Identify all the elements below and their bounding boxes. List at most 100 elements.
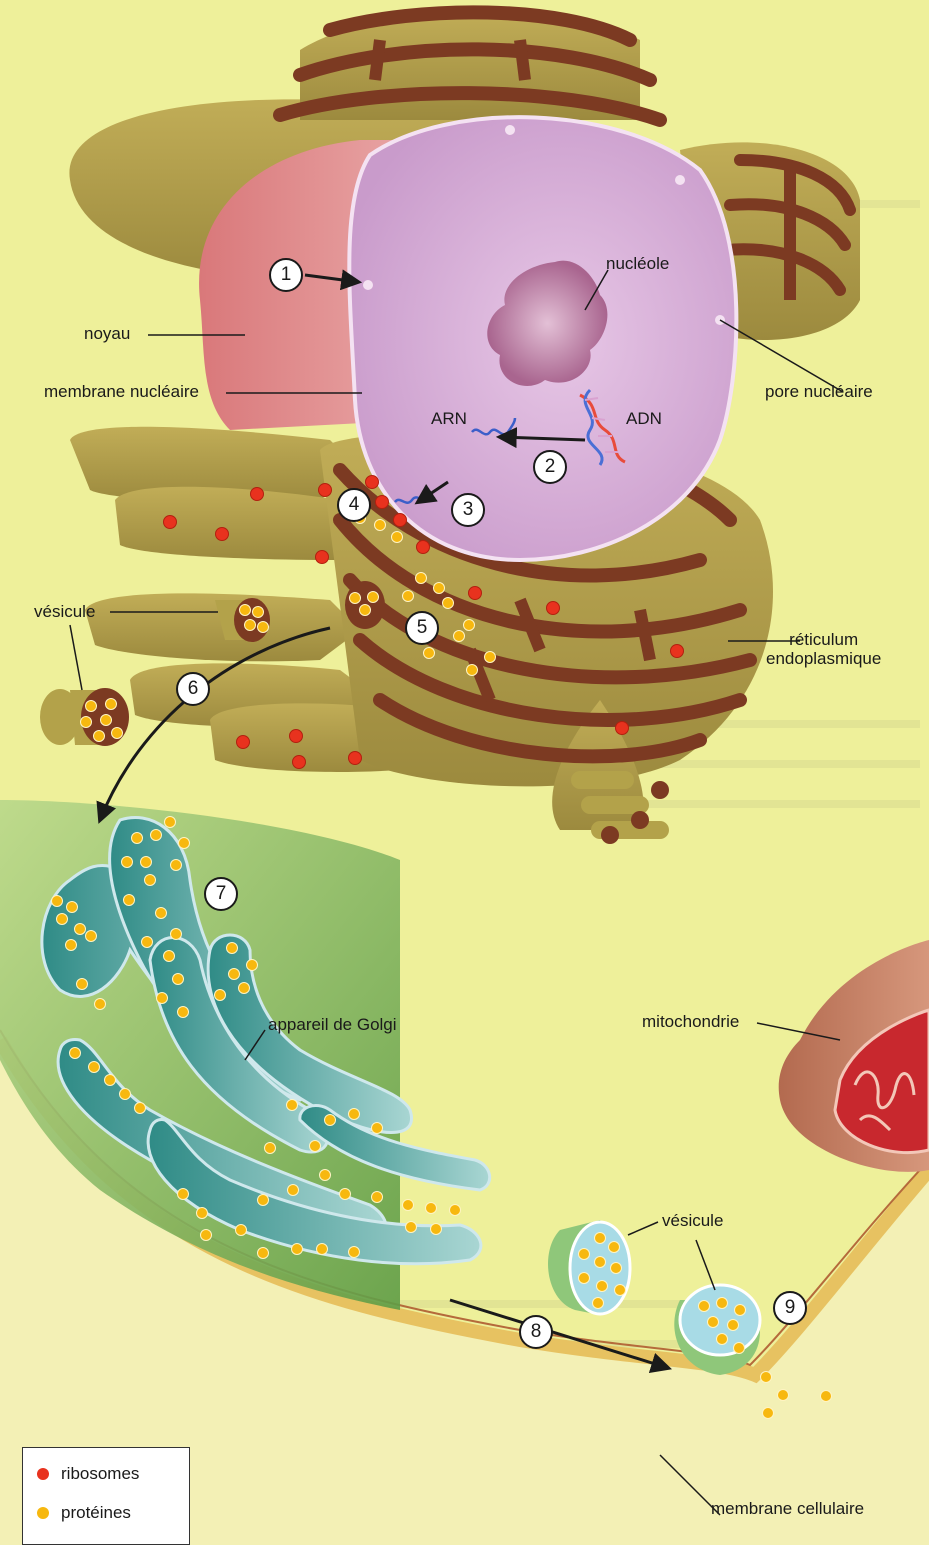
protein-dot — [66, 940, 77, 951]
protein-dot — [157, 993, 168, 1004]
protein-dot — [708, 1317, 719, 1328]
protein-dot — [173, 974, 184, 985]
legend-proteines: protéines — [37, 1503, 131, 1523]
ribosome-legend-icon — [37, 1468, 49, 1480]
protein-dot — [320, 1170, 331, 1181]
label-membrane-cellulaire: membrane cellulaire — [711, 1500, 864, 1519]
protein-dot — [201, 1230, 212, 1241]
protein-dot — [609, 1242, 620, 1253]
protein-dot — [240, 605, 251, 616]
ribosome-dot — [417, 541, 430, 554]
protein-dot — [178, 1007, 189, 1018]
protein-dot — [317, 1244, 328, 1255]
step-4: 4 — [337, 488, 371, 522]
label-nucleole: nucléole — [606, 255, 669, 274]
label-reticulum: réticulum endoplasmique — [766, 631, 881, 668]
protein-dot — [454, 631, 465, 642]
protein-dot — [106, 699, 117, 710]
protein-dot — [95, 999, 106, 1010]
protein-dot — [717, 1334, 728, 1345]
protein-dot — [734, 1343, 745, 1354]
protein-dot — [467, 665, 478, 676]
ribosome-dot — [349, 752, 362, 765]
protein-dot — [595, 1257, 606, 1268]
protein-dot — [292, 1244, 303, 1255]
protein-dot — [735, 1305, 746, 1316]
protein-dot — [124, 895, 135, 906]
ribosome-dot — [376, 496, 389, 509]
protein-dot — [245, 620, 256, 631]
protein-dot — [253, 607, 264, 618]
protein-dot — [258, 1248, 269, 1259]
protein-dot — [179, 838, 190, 849]
step-2: 2 — [533, 450, 567, 484]
protein-dot — [122, 857, 133, 868]
label-pore-nucleaire: pore nucléaire — [765, 383, 873, 402]
protein-dot — [450, 1205, 461, 1216]
label-arn: ARN — [431, 410, 467, 429]
protein-dot — [368, 592, 379, 603]
protein-dot — [89, 1062, 100, 1073]
protein-dot — [229, 969, 240, 980]
step-6: 6 — [176, 672, 210, 706]
protein-dot — [258, 1195, 269, 1206]
protein-dot — [178, 1189, 189, 1200]
protein-dot — [105, 1075, 116, 1086]
legend-ribosomes: ribosomes — [37, 1464, 139, 1484]
ribosome-dot — [394, 514, 407, 527]
step-7: 7 — [204, 877, 238, 911]
ribosome-dot — [164, 516, 177, 529]
protein-dot — [593, 1298, 604, 1309]
protein-dot — [372, 1123, 383, 1134]
protein-dot — [86, 931, 97, 942]
label-noyau: noyau — [84, 325, 130, 344]
protein-dot — [120, 1089, 131, 1100]
protein-dot — [310, 1141, 321, 1152]
protein-dot — [416, 573, 427, 584]
protein-dot — [431, 1224, 442, 1235]
protein-dot — [360, 605, 371, 616]
protein-dot — [615, 1285, 626, 1296]
protein-dot — [86, 701, 97, 712]
protein-dot — [197, 1208, 208, 1219]
ribosome-dot — [469, 587, 482, 600]
legend-proteines-label: protéines — [61, 1503, 131, 1522]
label-membrane-nucleaire: membrane nucléaire — [44, 383, 199, 402]
protein-dot — [135, 1103, 146, 1114]
ribosome-dot — [216, 528, 229, 541]
protein-dot — [215, 990, 226, 1001]
protein-dot — [287, 1100, 298, 1111]
protein-dot — [350, 593, 361, 604]
ribosome-dot — [616, 722, 629, 735]
protein-dot — [77, 979, 88, 990]
protein-dot — [67, 902, 78, 913]
ribosome-dot — [671, 645, 684, 658]
protein-dot — [426, 1203, 437, 1214]
protein-dot — [101, 715, 112, 726]
protein-dot — [75, 924, 86, 935]
protein-dot — [717, 1298, 728, 1309]
protein-dot — [728, 1320, 739, 1331]
label-vesicule-top: vésicule — [34, 603, 95, 622]
step-8: 8 — [519, 1315, 553, 1349]
protein-dot — [403, 1200, 414, 1211]
protein-dot — [247, 960, 258, 971]
protein-dot — [372, 1192, 383, 1203]
protein-dot — [132, 833, 143, 844]
protein-dot — [761, 1372, 772, 1383]
protein-dot — [403, 591, 414, 602]
protein-dot — [288, 1185, 299, 1196]
protein-dot — [227, 943, 238, 954]
step-9: 9 — [773, 1291, 807, 1325]
protein-dot — [579, 1249, 590, 1260]
protein-dot — [579, 1273, 590, 1284]
protein-dot — [57, 914, 68, 925]
protein-dot — [142, 937, 153, 948]
label-appareil-golgi: appareil de Golgi — [268, 1016, 397, 1035]
ribosome-dot — [366, 476, 379, 489]
protein-dot — [171, 860, 182, 871]
ribosome-dot — [237, 736, 250, 749]
ribosome-dot — [319, 484, 332, 497]
protein-dot — [349, 1109, 360, 1120]
protein-dot — [763, 1408, 774, 1419]
